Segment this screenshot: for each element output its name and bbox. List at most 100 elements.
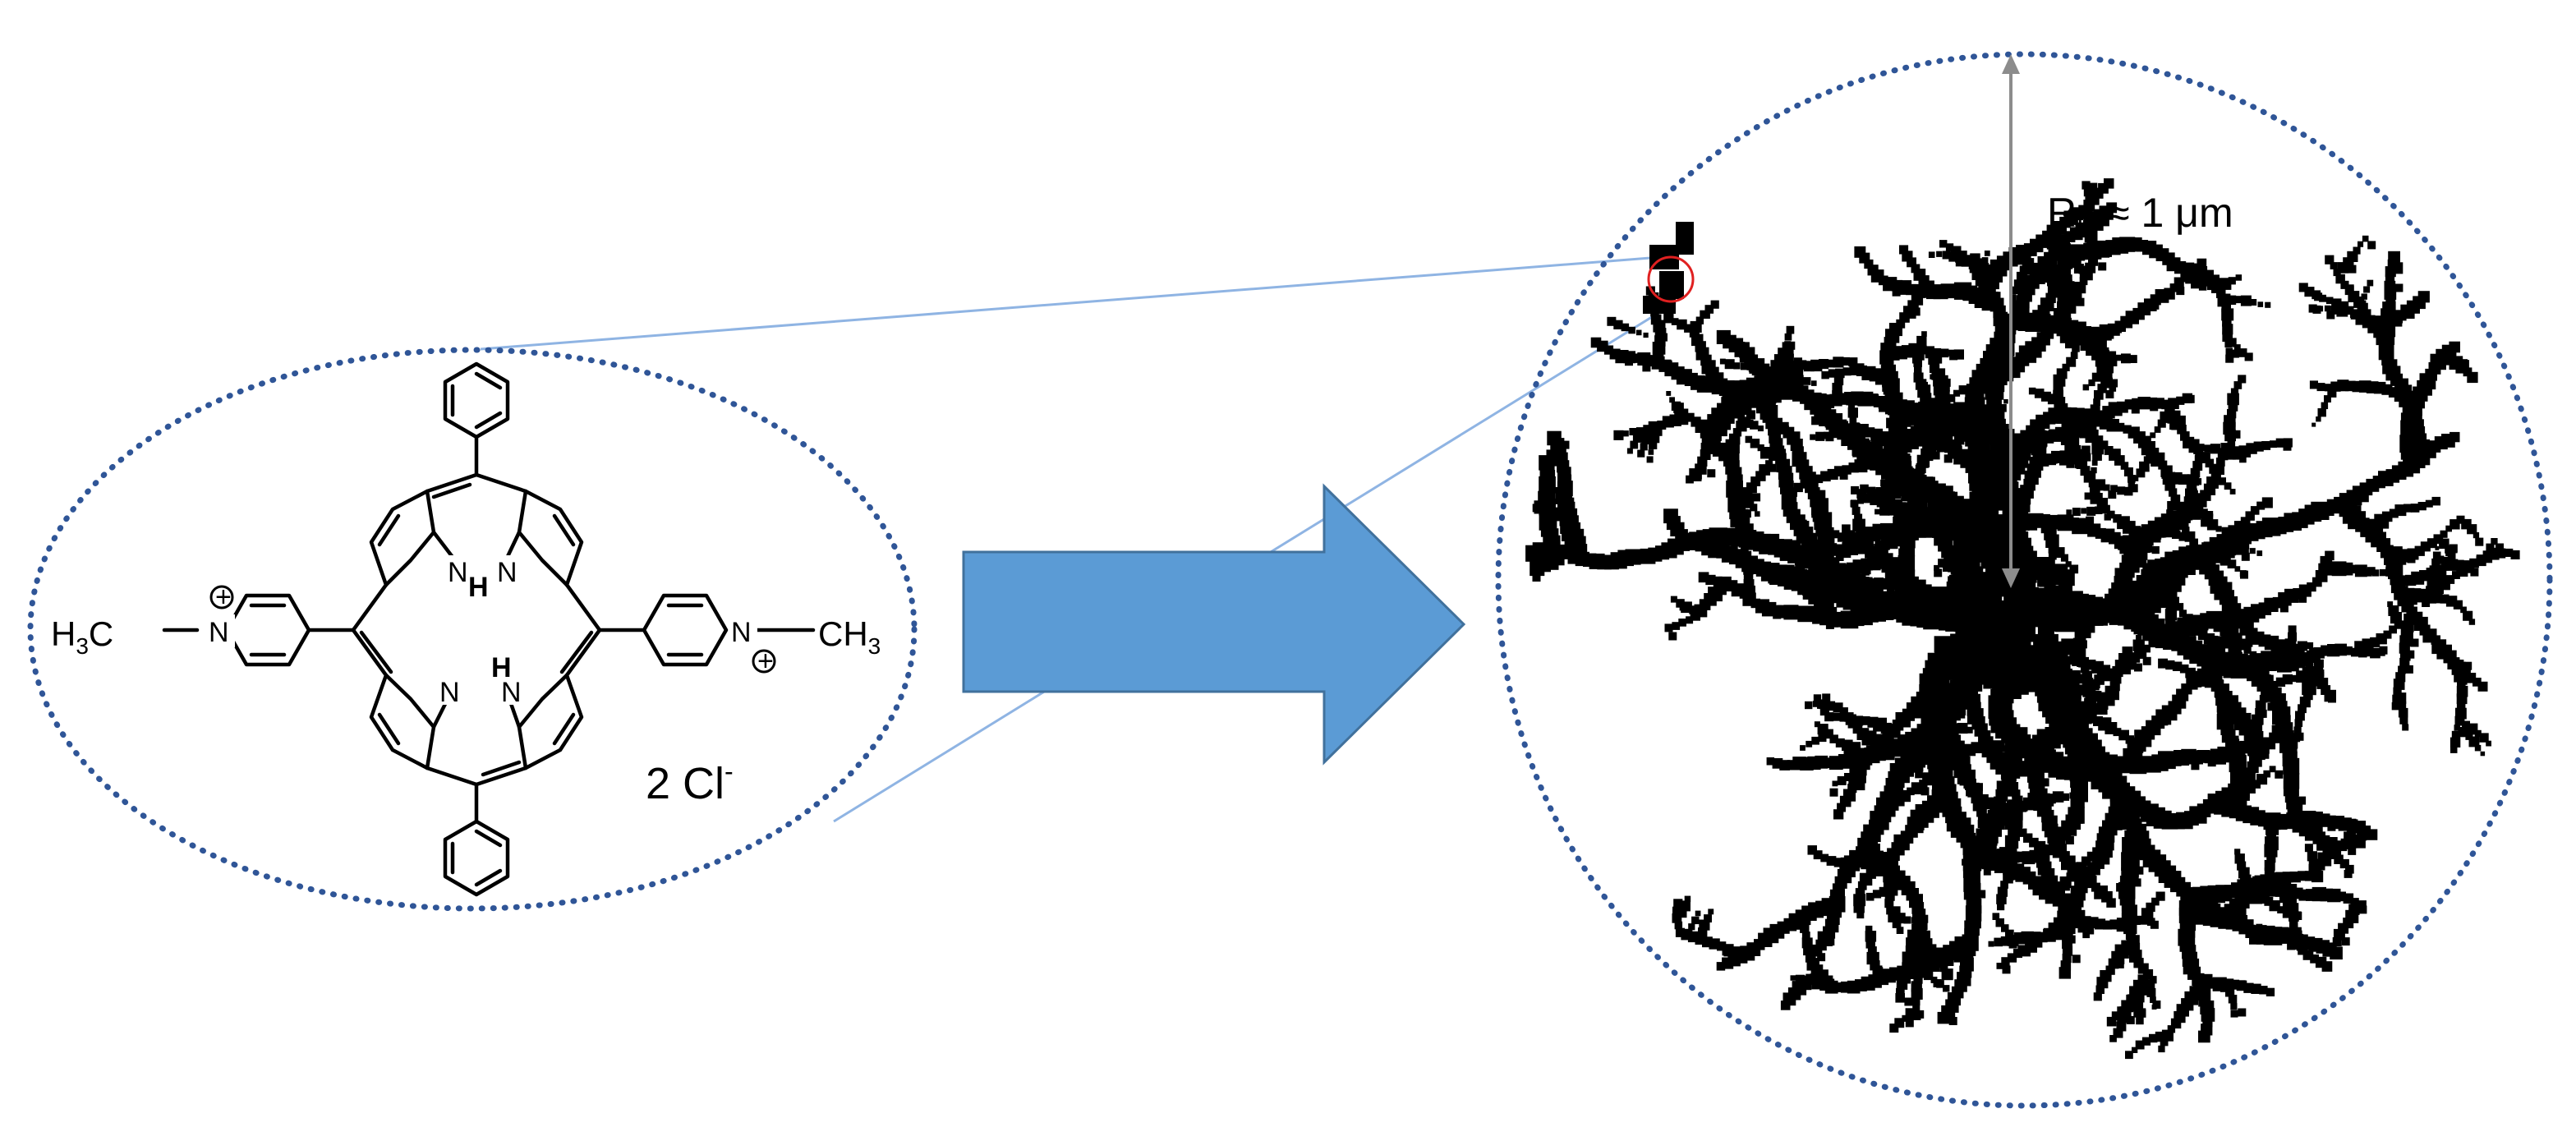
aggregate-particle: [1757, 444, 1764, 452]
aggregate-particle: [1668, 632, 1677, 641]
aggregate-particle: [1829, 557, 1838, 566]
aggregate-particle: [2095, 918, 2106, 930]
aggregate-particle: [1737, 414, 1746, 422]
aggregate-particle: [1888, 477, 1896, 486]
aggregate-particle: [1784, 333, 1792, 341]
aggregate-particle: [2479, 733, 2489, 743]
aggregate-particle: [2058, 304, 2067, 313]
aggregate-particle: [1776, 361, 1785, 370]
aggregate-particle: [2024, 610, 2041, 628]
aggregate-particle: [1826, 978, 1835, 987]
aggregate-particle: [2237, 861, 2247, 871]
aggregate-particle: [2215, 458, 2225, 467]
aggregate-particle: [2445, 575, 2455, 584]
aggregate-particle: [2467, 524, 2477, 535]
aggregate-particle: [2084, 492, 2092, 500]
aggregate-particle: [2064, 429, 2070, 435]
aggregate-particle: [2004, 683, 2022, 699]
aggregate-particle: [2271, 724, 2285, 738]
aggregate-particle: [1928, 251, 1935, 258]
aggregate-particle: [1625, 357, 1633, 366]
aggregate-particle: [2307, 851, 2317, 862]
aggregate-particle: [1910, 489, 1920, 499]
aggregate-particle: [2436, 568, 2447, 580]
aggregate-particle: [2075, 448, 2083, 457]
aggregate-particle: [1818, 529, 1824, 535]
aggregate-particle: [1870, 460, 1880, 471]
aggregate-particle: [2463, 661, 2472, 670]
aggregate-particle: [2215, 284, 2223, 292]
aggregate-particle: [1983, 867, 1991, 876]
aggregate-particle: [1810, 434, 1816, 440]
aggregate-particle: [1825, 701, 1836, 711]
aggregate-particle: [2082, 670, 2092, 682]
aggregate-particle: [1648, 449, 1654, 455]
aggregate-particle: [1666, 391, 1672, 396]
aggregate-particle: [1852, 448, 1861, 458]
aggregate-particle: [1857, 881, 1867, 890]
aggregate-particle: [1881, 480, 1889, 489]
aggregate-particle: [2197, 630, 2208, 641]
aggregate-particle: [2316, 383, 2325, 392]
aggregate-particle: [2367, 279, 2374, 287]
aggregate-particle: [2094, 390, 2104, 400]
aggregate-particle: [1995, 820, 2005, 830]
aggregate-particle: [2161, 399, 2171, 410]
aggregate-particle: [2253, 441, 2264, 452]
aggregate-particle: [2315, 659, 2324, 668]
aggregate-particle: [2178, 531, 2188, 541]
aggregate-particle: [2330, 946, 2343, 960]
aggregate-particle: [2468, 619, 2476, 625]
aggregate-particle: [2111, 1011, 2121, 1021]
aggregate-particle: [2291, 733, 2301, 743]
aggregate-particle: [2341, 937, 2350, 946]
aggregate-particle: [1934, 564, 1939, 571]
aggregate-particle: [2076, 790, 2085, 799]
aggregate-particle: [2358, 648, 2367, 658]
aggregate-particle: [2250, 299, 2257, 306]
aggregate-particle: [1905, 1019, 1914, 1028]
pyridinium-left-icon: [162, 593, 356, 667]
aggregate-particle: [2216, 288, 2226, 298]
aggregate-particle: [2095, 985, 2104, 994]
aggregate-particle: [2151, 1005, 2157, 1010]
aggregate-particle: [2410, 638, 2419, 647]
aggregate-particle: [1852, 506, 1861, 515]
aggregate-particle: [1894, 1018, 1905, 1028]
aggregate-particle: [1912, 355, 1920, 364]
aggregate-particle: [2176, 396, 2185, 405]
aggregate-particle: [2293, 726, 2302, 734]
aggregate-particle: [2158, 1045, 2165, 1053]
aggregate-particle: [1884, 442, 1893, 451]
aggregate-particle: [2457, 679, 2466, 689]
aggregate-particle: [2436, 555, 2445, 564]
aggregate-particle: [1984, 251, 1990, 256]
aggregate-particle: [2284, 754, 2293, 763]
aggregate-particle: [1997, 903, 2005, 911]
aggregate-particle: [2367, 241, 2376, 250]
aggregate-particle: [2447, 552, 2456, 561]
aggregate-particle: [1907, 476, 1916, 485]
aggregate-particle: [2036, 557, 2053, 573]
phenyl-top-icon: [443, 361, 510, 477]
aggregate-particle: [2126, 1015, 2135, 1024]
aggregate-particle: [2079, 873, 2090, 883]
aggregate-particle: [2207, 674, 2216, 683]
aggregate-particle: [1829, 734, 1838, 743]
aggregate-particle: [2070, 681, 2080, 691]
aggregate-particle: [1819, 567, 1828, 577]
aggregate-particle: [2089, 182, 2098, 191]
aggregate-particle: [1773, 610, 1782, 619]
aggregate-particle: [1892, 919, 1902, 928]
aggregate-particle: [1832, 712, 1841, 721]
aggregate-particle: [1641, 435, 1651, 444]
aggregate-particle: [2005, 929, 2014, 939]
aggregate-particle: [1993, 441, 2002, 450]
aggregate-particle: [2067, 935, 2076, 944]
methyl-left-label: H3C: [51, 614, 113, 659]
aggregate-particle: [1895, 993, 1905, 1003]
aggregate-particle: [2174, 503, 2182, 510]
aggregate-particle: [1696, 473, 1702, 480]
aggregate-particle: [1844, 713, 1853, 722]
aggregate-particle: [1976, 479, 1987, 490]
